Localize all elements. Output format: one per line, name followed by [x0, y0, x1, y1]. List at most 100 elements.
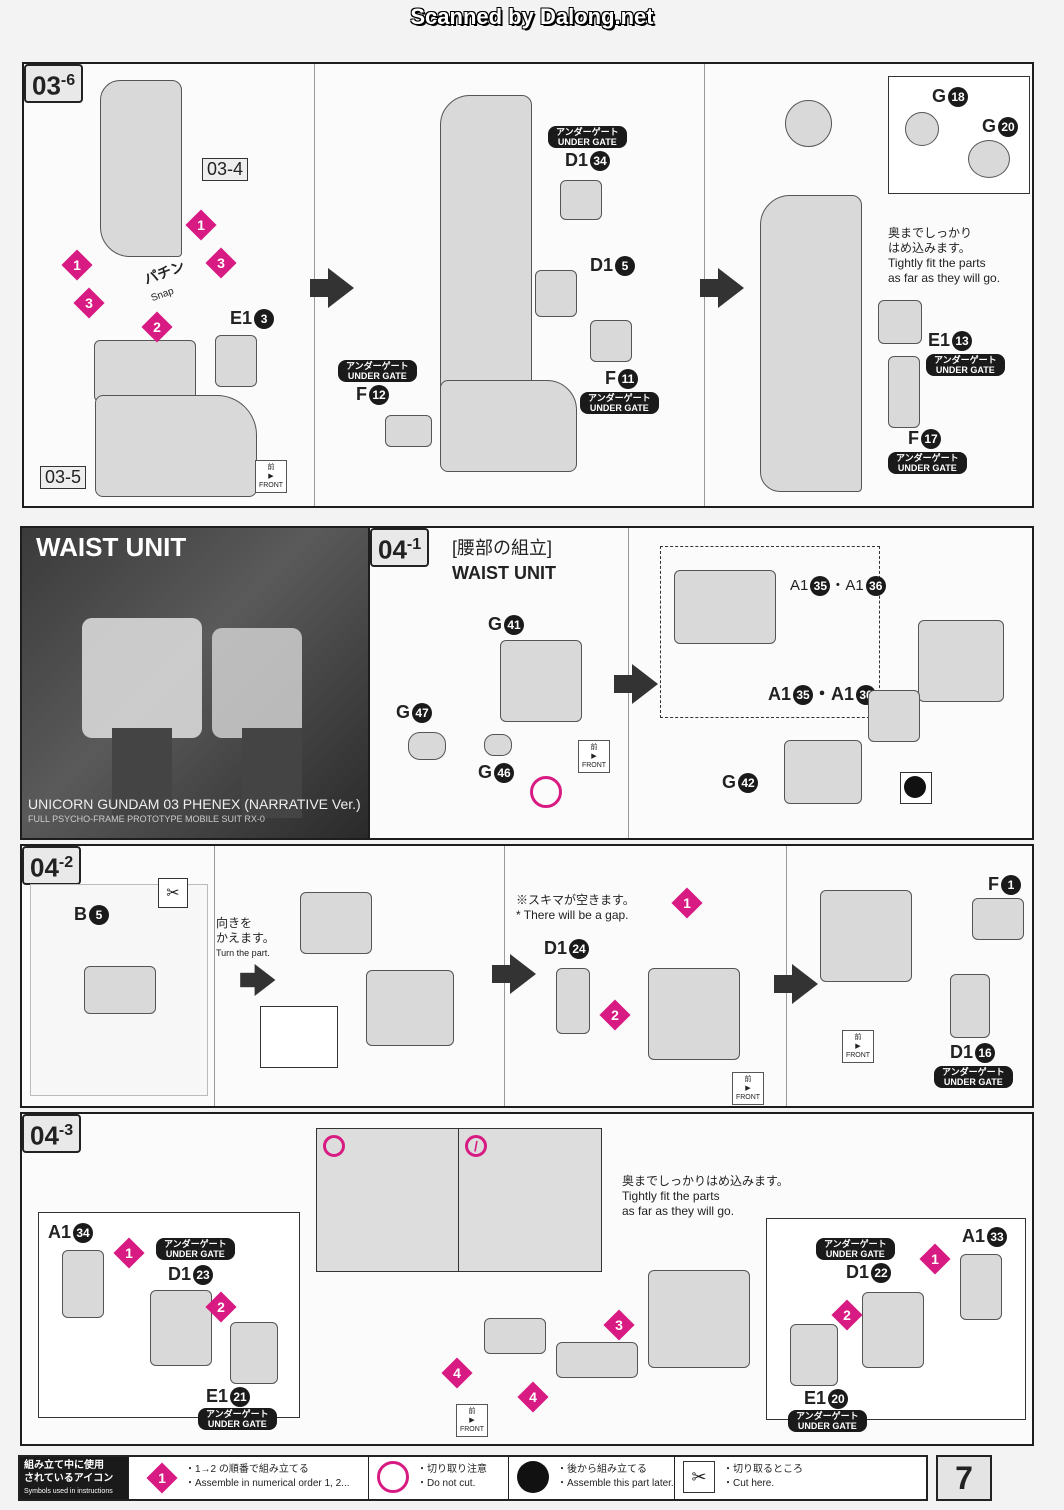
do-not-cut-icon	[530, 776, 562, 808]
ankle-part	[94, 340, 196, 402]
hero-title: WAIST UNIT	[36, 532, 187, 562]
part-d1-23	[150, 1290, 212, 1366]
foot-part	[95, 395, 257, 497]
incorrect-example-box: /	[458, 1128, 602, 1272]
side-armor-left	[484, 1318, 546, 1354]
part-a1-35-36	[868, 690, 920, 742]
part-f-12	[385, 415, 432, 447]
front-icon: 前▶FRONT	[842, 1030, 874, 1063]
detail-box-a1	[660, 546, 880, 718]
page-number: 7	[936, 1455, 992, 1501]
front-icon: 前▶FRONT	[732, 1072, 764, 1105]
next-arrow-icon	[310, 268, 354, 308]
legend-item-3: ・後から組み立てる・Assemble this part later.	[557, 1464, 674, 1489]
side-armor-right	[556, 1342, 638, 1378]
legend-item-2: ・切り取り注意・Do not cut.	[417, 1464, 487, 1489]
front-icon: 前▶FRONT	[255, 460, 287, 493]
part-f1	[972, 898, 1024, 940]
next-arrow-icon	[492, 954, 536, 994]
front-icon: 前▶FRONT	[578, 740, 610, 773]
part-a1-detail	[674, 570, 776, 644]
part-d1-16	[950, 974, 990, 1038]
step-marker-1: 1	[113, 1237, 145, 1269]
part-e1-20	[790, 1324, 838, 1386]
detail-box-b5	[260, 1006, 338, 1068]
gap-note: ※スキマが空きます。* There will be a gap.	[516, 893, 635, 922]
ref-03-5: 03-5	[40, 466, 87, 489]
waist-assembly-center	[648, 1270, 750, 1368]
part-e1-21	[230, 1322, 278, 1384]
step-marker-3: 3	[205, 247, 237, 279]
do-not-cut-icon	[377, 1461, 409, 1493]
next-arrow-icon	[700, 268, 744, 308]
part-g-46	[484, 734, 512, 756]
part-e1-3	[215, 335, 257, 387]
part-a1-33	[960, 1254, 1002, 1320]
part-d1-22	[862, 1292, 924, 1368]
step-marker-2: 2	[599, 999, 631, 1031]
step-marker-1: 1	[671, 887, 703, 919]
leg-assembly-final	[760, 195, 862, 492]
part-g-41	[500, 640, 582, 722]
part-waist-block	[366, 970, 454, 1046]
part-e1-13	[878, 300, 922, 344]
front-icon: 前▶FRONT	[456, 1404, 488, 1437]
step-marker-3: 3	[603, 1309, 635, 1341]
part-g-42	[784, 740, 862, 804]
ref-03-4: 03-4	[202, 158, 249, 181]
step-marker-2: 2	[141, 311, 173, 343]
next-arrow-icon	[614, 664, 658, 704]
part-b5-turned	[300, 892, 372, 954]
turn-part-note: 向きをかえます。Turn the part.	[216, 916, 275, 958]
assemble-later-icon	[517, 1461, 549, 1493]
icon-legend: 組み立て中に使用 されているアイコン Symbols used in instr…	[18, 1455, 928, 1501]
hero-model-name: UNICORN GUNDAM 03 PHENEX (NARRATIVE Ver.…	[28, 796, 361, 812]
step-marker-1: 1	[61, 249, 93, 281]
foot-assembly	[440, 380, 577, 472]
part-g-18	[905, 112, 939, 146]
next-arrow-icon	[774, 964, 818, 1004]
correct-example-box	[316, 1128, 460, 1272]
part-g-47	[408, 732, 446, 760]
cut-here-icon: ✂	[158, 878, 188, 908]
leg-upper	[100, 80, 182, 257]
section-title-en: WAIST UNIT	[452, 563, 556, 583]
step-marker-1: 1	[185, 209, 217, 241]
legend-item-4: ・切り取るところ・Cut here.	[723, 1464, 803, 1489]
step-marker-4: 4	[441, 1357, 473, 1389]
step-label-03-6: 03-6	[24, 64, 84, 103]
legend-item-1: ・1→2 の順番で組み立てる・Assemble in numerical ord…	[185, 1464, 350, 1489]
step-label-04-2: 04-2	[22, 846, 82, 885]
ball-joint	[785, 100, 832, 147]
part-f-11	[590, 320, 632, 362]
step-marker-4: 4	[517, 1381, 549, 1413]
legend-title: 組み立て中に使用 されているアイコン Symbols used in instr…	[20, 1457, 128, 1499]
